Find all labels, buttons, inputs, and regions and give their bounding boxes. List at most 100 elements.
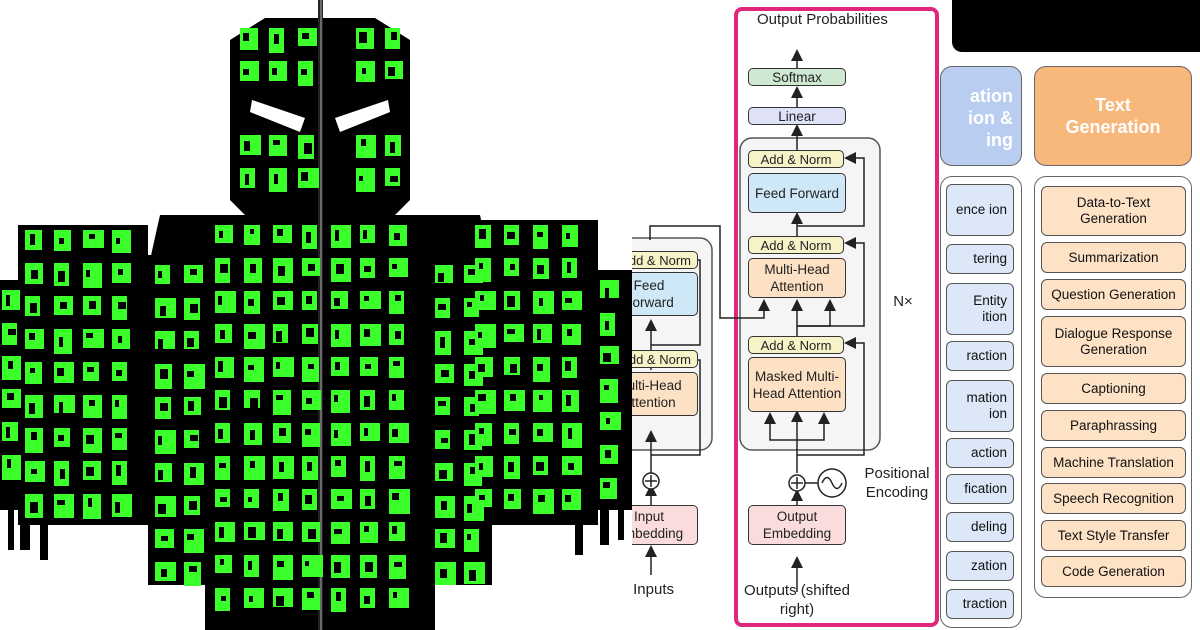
code-glyph-cutout <box>276 331 282 342</box>
code-glyph <box>389 588 409 608</box>
code-glyph-cutout <box>248 561 252 570</box>
left-task-7: fication <box>946 474 1014 504</box>
code-glyph-cutout <box>603 353 611 362</box>
code-glyph-cutout <box>479 229 486 239</box>
left-eye <box>250 100 305 132</box>
code-glyph-cutout <box>248 527 256 538</box>
code-glyph <box>389 390 404 410</box>
code-glyph-cutout <box>392 429 398 437</box>
task-machine-translation: Machine Translation <box>1041 447 1186 478</box>
inputs-label: Inputs <box>633 581 674 598</box>
code-glyph-cutout <box>334 298 340 306</box>
code-glyph-cutout <box>59 402 63 413</box>
code-glyph-cutout <box>305 561 309 566</box>
code-glyph-cutout <box>8 329 16 335</box>
code-glyph-cutout <box>7 393 14 400</box>
code-glyph-cutout <box>248 365 254 370</box>
code-glyph-cutout <box>60 469 65 479</box>
code-glyph-cutout <box>118 302 126 309</box>
code-glyph <box>302 588 320 610</box>
code-glyph <box>302 555 323 577</box>
code-glyph <box>475 423 492 446</box>
code-glyph <box>331 456 346 477</box>
code-glyph-cutout <box>388 67 395 76</box>
decoder-add-norm-1: Add & Norm <box>748 336 844 354</box>
code-glyph-cutout <box>365 461 370 472</box>
code-glyph-cutout <box>392 526 397 534</box>
code-glyph-cutout <box>334 430 338 438</box>
code-glyph-cutout <box>479 463 483 470</box>
input-embedding-block: Input Embedding <box>632 505 698 545</box>
code-glyph-cutout <box>220 264 228 273</box>
code-glyph-cutout <box>439 470 447 479</box>
code-glyph <box>215 357 234 378</box>
code-glyph-cutout <box>276 596 284 606</box>
code-glyph-cutout <box>605 288 609 298</box>
code-glyph-cutout <box>279 462 284 472</box>
code-glyph-cutout <box>88 498 92 507</box>
code-glyph <box>215 522 235 542</box>
code-glyph <box>269 135 287 156</box>
code-glyph-cutout <box>218 361 223 372</box>
code-glyph-cutout <box>393 592 397 598</box>
code-glyph-cutout <box>304 143 312 154</box>
code-glyph-cutout <box>277 529 283 539</box>
code-glyph-cutout <box>336 592 341 601</box>
code-glyph <box>360 225 375 243</box>
code-glyph-cutout <box>279 428 286 436</box>
code-glyph <box>331 225 351 248</box>
code-glyph-cutout <box>116 370 122 376</box>
code-glyph-cutout <box>336 264 344 274</box>
code-glyph-cutout <box>31 469 37 474</box>
code-glyph-cutout <box>219 397 227 408</box>
code-glyph-cutout <box>187 534 194 540</box>
code-glyph-cutout <box>89 400 95 406</box>
code-glyph-cutout <box>478 394 486 401</box>
code-glyph-cutout <box>250 229 254 234</box>
code-glyph-cutout <box>277 561 284 567</box>
encoder-add-norm-1: Add & Norm <box>632 350 698 368</box>
code-glyph <box>331 390 350 413</box>
code-glyph-cutout <box>160 403 168 411</box>
code-glyph-cutout <box>248 497 252 502</box>
task-paraphrassing: Paraphrassing <box>1041 410 1186 441</box>
code-glyph-cutout <box>161 536 168 541</box>
code-glyph-cutout <box>308 529 316 539</box>
code-glyph-cutout <box>6 295 10 306</box>
code-glyph-cutout <box>218 429 223 439</box>
code-glyph-cutout <box>392 394 396 401</box>
code-glyph-cutout <box>8 361 13 369</box>
code-glyph-cutout <box>467 534 471 540</box>
code-glyph-cutout <box>479 495 485 500</box>
code-glyph <box>360 291 381 309</box>
code-glyph-cutout <box>243 33 249 41</box>
code-glyph-cutout <box>470 467 477 474</box>
code-glyph <box>112 230 131 253</box>
robot-silhouette <box>0 0 632 630</box>
code-glyph-cutout <box>249 596 253 602</box>
code-glyph-cutout <box>190 304 198 313</box>
code-glyph-cutout <box>438 304 446 310</box>
code-glyph-cutout <box>307 592 314 598</box>
code-glyph-cutout <box>359 176 363 181</box>
code-glyph-cutout <box>118 336 122 343</box>
code-glyph-cutout <box>31 432 37 440</box>
n-times-label: N× <box>893 293 913 310</box>
decoder-add-norm-3: Add & Norm <box>748 150 844 168</box>
code-glyph-cutout <box>188 401 194 411</box>
code-glyph <box>184 364 205 389</box>
code-glyph-cutout <box>390 142 395 153</box>
code-glyph-cutout <box>364 428 368 436</box>
code-glyph-cutout <box>507 296 515 307</box>
code-glyph-cutout <box>160 306 166 316</box>
code-glyph-cutout <box>537 364 543 371</box>
code-glyph-cutout <box>441 370 449 377</box>
code-glyph <box>356 135 376 158</box>
code-glyph-cutout <box>189 566 197 572</box>
code-glyph-cutout <box>567 329 572 336</box>
code-glyph-cutout <box>605 321 609 330</box>
decoder-feed-forward-block: Feed Forward <box>748 173 846 213</box>
code-glyph <box>215 225 233 243</box>
code-glyph <box>112 395 127 419</box>
code-glyph-cutout <box>335 330 339 339</box>
